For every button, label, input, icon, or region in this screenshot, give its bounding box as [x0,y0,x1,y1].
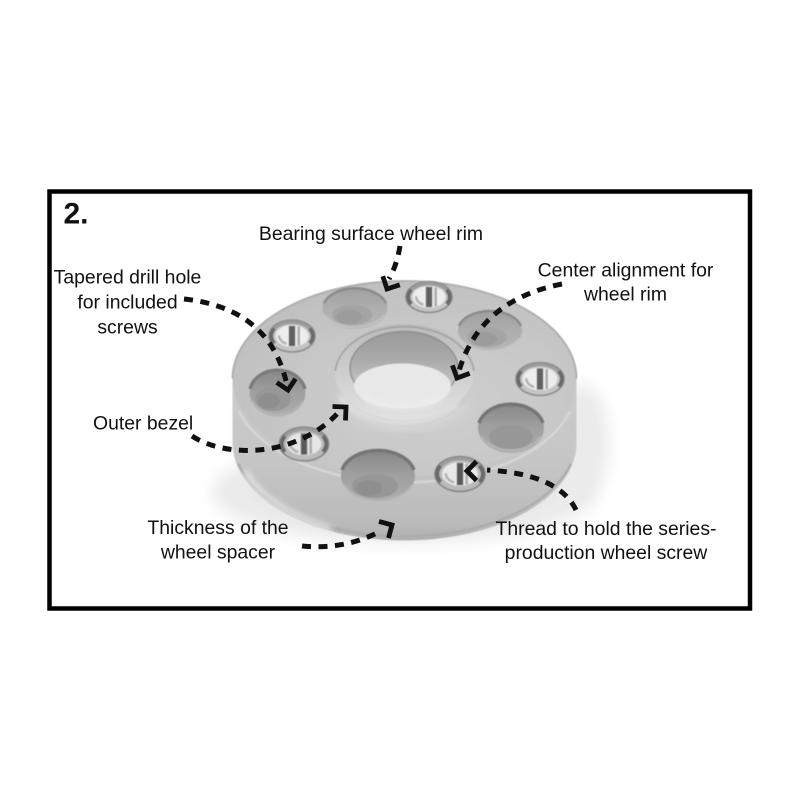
svg-text:2.: 2. [64,198,89,231]
svg-text:Tapered drill hole: Tapered drill hole [54,267,202,289]
svg-text:for included: for included [77,292,177,314]
svg-text:production wheel screw: production wheel screw [505,542,709,564]
svg-text:Center alignment for: Center alignment for [538,260,714,282]
svg-text:Thread to hold the series-: Thread to hold the series- [496,518,717,540]
svg-text:wheel rim: wheel rim [583,284,667,306]
svg-text:Bearing surface wheel rim: Bearing surface wheel rim [259,223,483,245]
svg-text:Outer bezel: Outer bezel [93,413,193,435]
svg-text:wheel spacer: wheel spacer [160,542,276,564]
svg-text:screws: screws [97,317,157,339]
svg-text:Thickness of the: Thickness of the [147,517,288,539]
